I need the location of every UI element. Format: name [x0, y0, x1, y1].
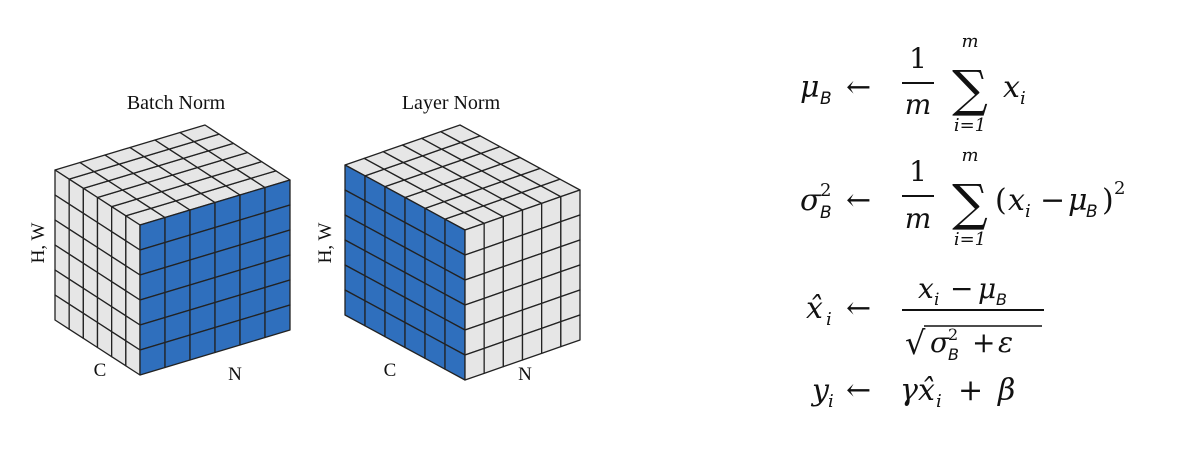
layer-norm-hw-label: H, W	[315, 223, 336, 264]
equation-mean: μ B ← 1 m m ∑ i=1 x i	[800, 31, 1026, 136]
front-face-cell	[264, 304, 291, 339]
svg-text:2: 2	[1114, 178, 1125, 199]
svg-text:B: B	[820, 89, 832, 109]
svg-text:σ: σ	[930, 326, 950, 359]
layer-norm-title: Layer Norm	[402, 92, 501, 114]
svg-text:y: y	[810, 373, 830, 408]
svg-text:m: m	[961, 145, 978, 166]
svg-text:i: i	[826, 309, 832, 330]
svg-text:γ: γ	[900, 373, 918, 408]
batch-norm-cube	[54, 124, 291, 376]
svg-text:m: m	[905, 202, 932, 235]
svg-text:): )	[1102, 183, 1114, 218]
equation-normalize: x̂ i ← x i − μ B √ σ 2 B + ε	[806, 272, 1044, 364]
svg-text:m: m	[905, 88, 932, 121]
svg-text:2: 2	[820, 180, 831, 201]
svg-text:−: −	[950, 272, 973, 305]
svg-text:B: B	[948, 345, 959, 364]
svg-text:μ: μ	[1068, 183, 1088, 218]
svg-text:i=1: i=1	[954, 115, 986, 136]
svg-text:σ: σ	[800, 183, 822, 218]
batch-norm-hw-label: H, W	[28, 223, 49, 264]
svg-text:+: +	[972, 326, 995, 359]
equation-scale-shift: y i ← γ x̂ i + β	[810, 373, 1015, 412]
svg-text:i=1: i=1	[954, 229, 986, 250]
batch-norm-n-label: N	[228, 364, 242, 385]
svg-text:2: 2	[948, 325, 958, 344]
svg-text:x: x	[1003, 70, 1020, 105]
svg-text:i: i	[1020, 88, 1026, 109]
svg-text:i: i	[1025, 201, 1031, 222]
svg-text:B: B	[996, 290, 1007, 309]
svg-text:+: +	[958, 373, 983, 408]
svg-text:i: i	[828, 391, 834, 412]
svg-text:B: B	[1086, 202, 1098, 222]
svg-text:i: i	[936, 391, 942, 412]
svg-text:←: ←	[846, 291, 871, 326]
sum-symbol: ∑	[952, 60, 988, 118]
svg-text:m: m	[961, 31, 978, 52]
layer-norm-c-label: C	[384, 360, 397, 381]
svg-text:←: ←	[846, 373, 871, 408]
equation-variance: σ 2 B ← 1 m m ∑ i=1 ( x i − μ B ) 2	[800, 145, 1125, 250]
sum-symbol: ∑	[952, 174, 988, 232]
svg-text:B: B	[820, 203, 832, 223]
front-face-cell	[560, 314, 581, 348]
svg-text:μ: μ	[978, 272, 996, 305]
sqrt-symbol: √	[905, 324, 926, 362]
svg-text:x: x	[1008, 183, 1025, 218]
svg-text:i: i	[934, 290, 939, 310]
svg-text:1: 1	[909, 42, 927, 75]
top-face-cell	[440, 124, 481, 144]
svg-text:←: ←	[846, 70, 871, 105]
layer-norm-n-label: N	[518, 364, 532, 385]
svg-text:(: (	[995, 183, 1007, 218]
svg-text:x̂: x̂	[806, 291, 823, 326]
batch-norm-c-label: C	[94, 360, 107, 381]
svg-text:ε: ε	[998, 326, 1013, 359]
batch-norm-title: Batch Norm	[127, 92, 226, 114]
layer-norm-cube	[344, 124, 581, 381]
svg-text:←: ←	[846, 183, 871, 218]
svg-text:β: β	[997, 373, 1015, 408]
svg-text:μ: μ	[800, 70, 820, 105]
svg-text:x̂: x̂	[918, 373, 935, 408]
top-face-cell	[179, 124, 220, 143]
svg-text:1: 1	[909, 155, 927, 188]
svg-text:−: −	[1040, 183, 1065, 218]
svg-text:x: x	[918, 272, 934, 305]
